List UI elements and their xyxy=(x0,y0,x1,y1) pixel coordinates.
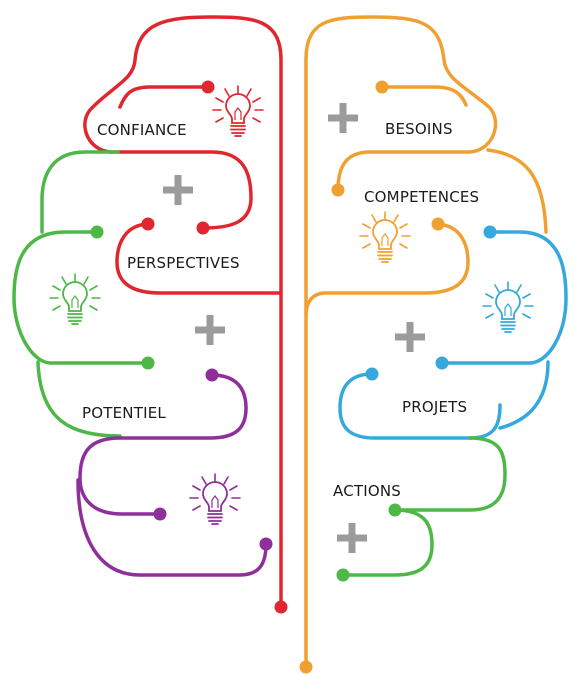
label-confiance: CONFIANCE xyxy=(94,121,190,139)
label-besoins: BESOINS xyxy=(382,120,456,138)
plus-icon xyxy=(337,523,367,553)
label-actions: ACTIONS xyxy=(330,482,405,500)
plus-icon xyxy=(195,315,225,345)
lightbulb-icon xyxy=(189,473,241,525)
lightbulb-icon xyxy=(482,281,534,333)
plus-icon xyxy=(395,322,425,352)
plus-icon xyxy=(328,103,358,133)
lightbulb-icon xyxy=(49,273,101,325)
label-competences: COMPETENCES xyxy=(361,188,483,206)
lightbulb-icon xyxy=(212,85,264,137)
label-projets: PROJETS xyxy=(399,398,471,416)
label-perspectives: PERSPECTIVES xyxy=(124,254,243,272)
plus-icon xyxy=(163,175,193,205)
red-circuit xyxy=(83,15,283,609)
lightbulb-icon xyxy=(359,211,411,263)
label-potentiel: POTENTIEL xyxy=(79,404,169,422)
